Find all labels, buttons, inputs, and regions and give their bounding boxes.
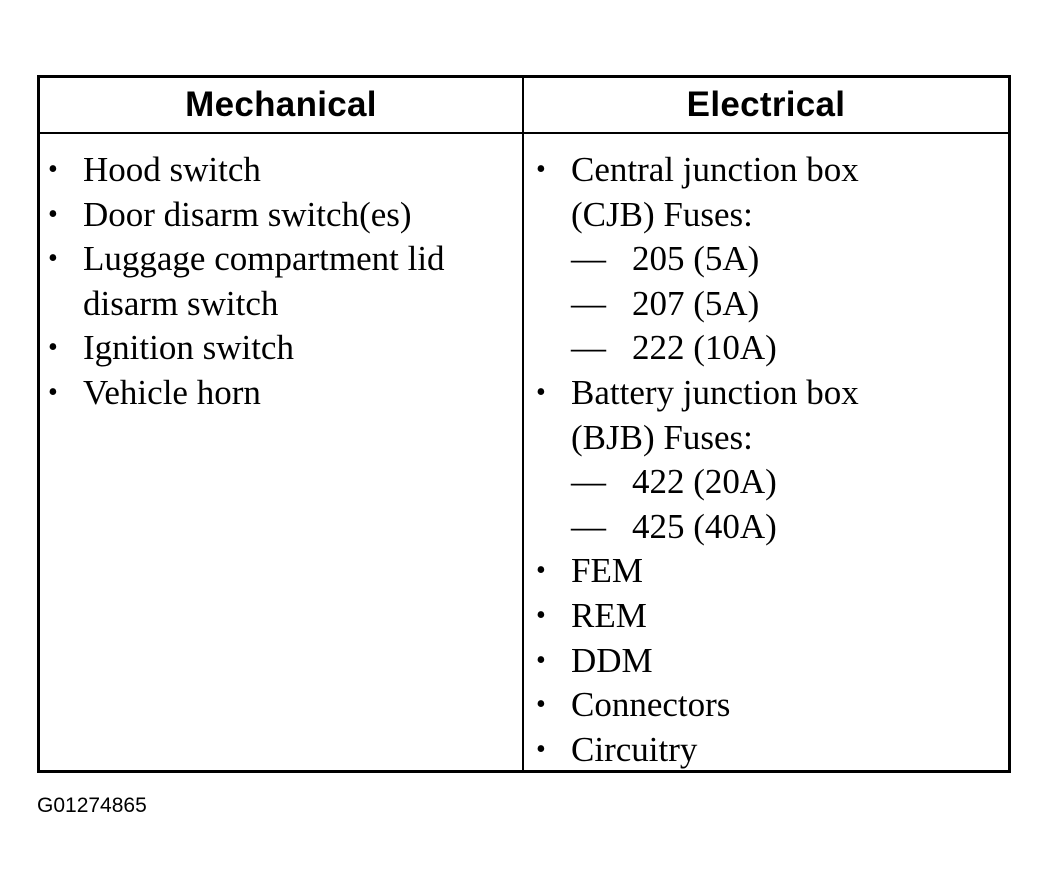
- bullet-icon: •: [536, 555, 546, 587]
- mechanical-item-text: Door disarm switch(es): [83, 194, 412, 234]
- mechanical-list-item: • Door disarm switch(es): [48, 193, 518, 238]
- bullet-icon: •: [48, 376, 58, 408]
- electrical-list-item: • Circuitry: [536, 728, 1006, 773]
- electrical-list-item: • Battery junction box: [536, 371, 1006, 416]
- electrical-list-item: • Central junction box: [536, 148, 1006, 193]
- electrical-list-item: • FEM: [536, 549, 1006, 594]
- fuse-item-text: 205 (5A): [632, 239, 760, 279]
- electrical-list-item: — 222 (10A): [536, 326, 1006, 371]
- mechanical-item-text: Hood switch: [83, 150, 261, 189]
- electrical-list-item: • DDM: [536, 639, 1006, 684]
- bullet-icon: •: [536, 733, 546, 765]
- electrical-item-continuation: (BJB) Fuses:: [571, 417, 753, 457]
- mechanical-list-item: • Hood switch: [48, 148, 518, 193]
- mechanical-list-item: • Vehicle horn: [48, 371, 518, 416]
- figure-id: G01274865: [37, 794, 147, 817]
- electrical-item-text: Battery junction box: [571, 372, 859, 412]
- mechanical-item-continuation: disarm switch: [83, 283, 279, 323]
- bullet-icon: •: [48, 243, 58, 275]
- electrical-list-item: — 205 (5A): [536, 237, 1006, 282]
- electrical-list-item: • Connectors: [536, 683, 1006, 728]
- dash-icon: —: [571, 283, 606, 323]
- bullet-icon: •: [536, 689, 546, 721]
- fuse-item-text: 425 (40A): [632, 506, 777, 546]
- fuse-item-text: 222 (10A): [632, 328, 777, 368]
- mechanical-list-item: disarm switch: [48, 282, 518, 327]
- electrical-list-item: — 207 (5A): [536, 282, 1006, 327]
- column-divider: [522, 78, 524, 770]
- mechanical-header: Mechanical: [185, 85, 377, 124]
- fuse-item-text: 422 (20A): [632, 462, 777, 502]
- mechanical-item-text: Vehicle horn: [83, 372, 261, 412]
- electrical-list-item: — 422 (20A): [536, 460, 1006, 505]
- electrical-item-continuation: (CJB) Fuses:: [571, 194, 753, 234]
- bullet-icon: •: [536, 644, 546, 676]
- fuse-item-text: 207 (5A): [632, 283, 760, 323]
- electrical-list-item: — 425 (40A): [536, 505, 1006, 550]
- electrical-item-text: Central junction box: [571, 150, 859, 189]
- mechanical-list-item: • Luggage compartment lid: [48, 237, 518, 282]
- mechanical-item-text: Luggage compartment lid: [83, 239, 445, 279]
- bullet-icon: •: [536, 154, 546, 185]
- electrical-item-text: REM: [571, 595, 647, 635]
- electrical-list-item: (BJB) Fuses:: [536, 416, 1006, 461]
- bullet-icon: •: [536, 376, 546, 408]
- electrical-item-text: DDM: [571, 640, 653, 680]
- dash-icon: —: [571, 239, 606, 279]
- electrical-list: • Central junction box (CJB) Fuses: — 205 (5…: [536, 148, 1006, 772]
- header-divider: [40, 132, 1008, 134]
- bullet-icon: •: [48, 198, 58, 230]
- electrical-item-text: Circuitry: [571, 729, 698, 769]
- bullet-icon: •: [48, 154, 58, 185]
- mechanical-item-text: Ignition switch: [83, 328, 294, 368]
- electrical-item-text: FEM: [571, 551, 643, 591]
- dash-icon: —: [571, 462, 606, 502]
- electrical-header: Electrical: [686, 85, 846, 124]
- dash-icon: —: [571, 506, 606, 546]
- electrical-list-item: (CJB) Fuses:: [536, 193, 1006, 238]
- electrical-list-item: • REM: [536, 594, 1006, 639]
- bullet-icon: •: [536, 599, 546, 631]
- dash-icon: —: [571, 328, 606, 368]
- mechanical-list: • Hood switch • Door disarm switch(es) • Lugg…: [48, 148, 518, 416]
- component-table: Mechanical Electrical • Hood switch • Door …: [37, 75, 1011, 773]
- mechanical-list-item: • Ignition switch: [48, 326, 518, 371]
- electrical-item-text: Connectors: [571, 685, 731, 725]
- bullet-icon: •: [48, 332, 58, 364]
